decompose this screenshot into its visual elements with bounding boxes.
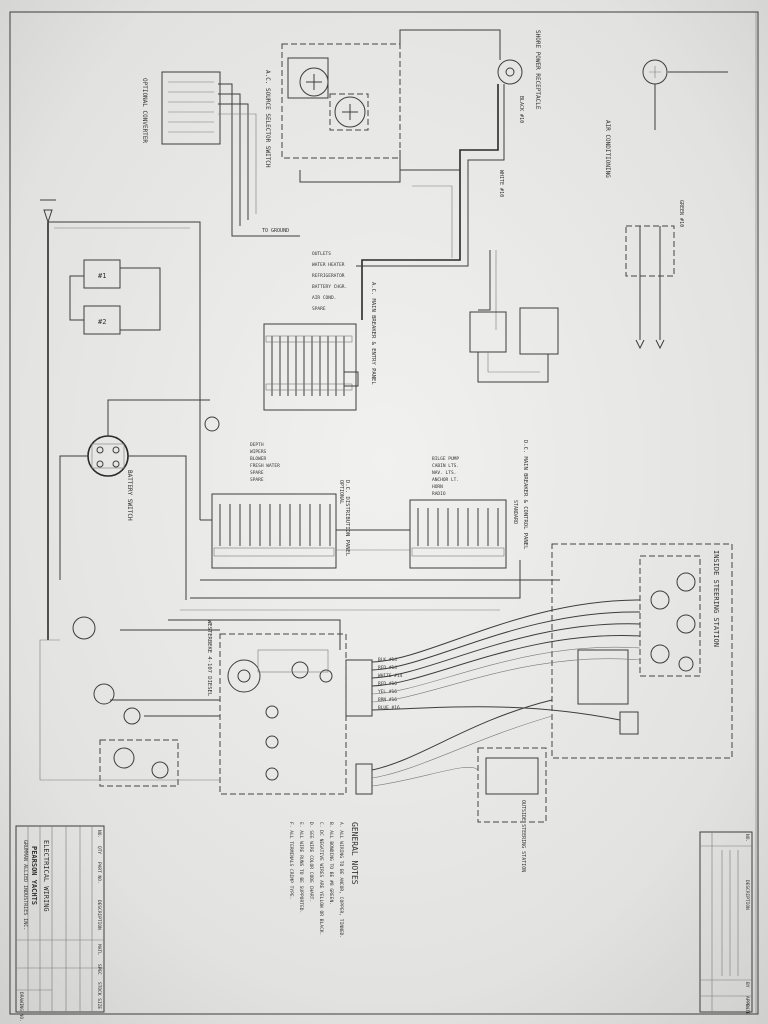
dc-breaker-1: CABIN LTS. xyxy=(432,463,459,469)
ac-breaker-5: SPARE xyxy=(312,306,326,312)
ac-breaker-1: WATER HEATER xyxy=(312,262,345,268)
inside-steering-station: INSIDE STEERING STATION xyxy=(551,543,733,759)
dc-distribution-panel: D.C. DISTRIBUTION PANEL OPTIONAL xyxy=(211,480,350,569)
wire-color-labels: BLACK #10 WHITE #10 GREEN #10 xyxy=(498,96,684,227)
wire-white-10: WHITE #10 xyxy=(498,170,504,197)
general-notes-title: GENERAL NOTES xyxy=(350,822,359,885)
dc-breaker-2: NAV. LTS. xyxy=(432,470,456,476)
ac-main-panel-label: A.C. MAIN BREAKER & ENTRY PANEL xyxy=(370,282,376,385)
note-c: C. DC NEGATIVE WIRES ARE YELLOW OR BLACK… xyxy=(318,822,324,935)
dc-breaker-5: RADIO xyxy=(432,491,446,497)
ac-breaker-2: REFRIGERATOR xyxy=(312,273,345,279)
left-instruments xyxy=(39,616,220,787)
ac-selector-label: A.C. SOURCE SELECTOR SWITCH xyxy=(264,70,271,168)
note-a: A. ALL WIRING TO BE ANCOR, COPPER, TINNE… xyxy=(338,822,344,938)
battery-1-label: #1 xyxy=(98,272,106,280)
tb-col-stock: STOCK SIZE xyxy=(96,982,102,1009)
rev-col-desc: DESCRIPTION xyxy=(744,880,750,910)
tb-col-matl: MATL xyxy=(96,944,102,955)
engine-harness: BLK #14 RED #14 WHITE #14 RED #16 YEL #1… xyxy=(345,599,641,795)
shore-power-receptacle: SHORE POWER RECEPTACLE xyxy=(497,30,541,110)
note-f: F. ALL TERMINALS CRIMP TYPE. xyxy=(288,822,294,899)
dc-breaker-4: HORN xyxy=(432,484,443,490)
wire-label-1: RED #14 xyxy=(378,665,397,671)
shore-power-label: SHORE POWER RECEPTACLE xyxy=(534,30,541,110)
dc-breaker-9: FRESH WATER xyxy=(250,463,280,469)
dc-breaker-3: ANCHOR LT. xyxy=(432,477,459,483)
revision-block: NO. DESCRIPTION BY APPR. DATE xyxy=(699,831,753,1015)
standard-label: STANDARD xyxy=(512,500,518,524)
to-ground-label: TO GROUND xyxy=(262,228,289,234)
svg-text:OPTIONAL CONVERTER: OPTIONAL CONVERTER xyxy=(141,78,148,143)
ac-breaker-4: AIR COND. xyxy=(312,295,336,301)
ac-breaker-3: BATTERY CHGR. xyxy=(312,284,347,290)
outside-steering-label: OUTSIDE STEERING STATION xyxy=(520,800,526,872)
ac-main-breaker-panel: OUTLETS WATER HEATER REFRIGERATOR BATTER… xyxy=(263,251,376,411)
rev-col-no: NO. xyxy=(744,834,750,842)
westerbeke-label: WESTERBEKE 4-107 DIESEL xyxy=(206,620,212,697)
wire-label-3: RED #16 xyxy=(378,681,397,687)
note-d: D. SEE WIRE COLOR CODE CHART. xyxy=(308,822,314,902)
wire-label-5: BRN #16 xyxy=(378,697,397,703)
dc-main-control-panel: D.C. MAIN BREAKER & CONTROL PANEL STANDA… xyxy=(409,440,528,569)
note-e: E. ALL WIRE RUNS TO BE SUPPORTED. xyxy=(298,822,304,913)
ac-breaker-0: OUTLETS xyxy=(312,251,331,257)
dc-breaker-10: SPARE xyxy=(250,470,264,476)
company-name: PEARSON YACHTS xyxy=(30,846,38,905)
outside-steering-station: OUTSIDE STEERING STATION xyxy=(477,747,547,872)
dc-breaker-8: BLOWER xyxy=(250,456,267,462)
battery-2-label: #2 xyxy=(98,318,106,326)
battery-switch: BATTERY SWITCH xyxy=(59,399,220,600)
wire-black-10: BLACK #10 xyxy=(518,96,524,123)
dc-breaker-7: WIPERS xyxy=(250,449,267,455)
air-conditioning-unit: AIR CONDITIONING xyxy=(604,59,728,350)
note-b: B. ALL BONDING TO BE #8 GREEN. xyxy=(328,822,334,905)
battery-switch-label: BATTERY SWITCH xyxy=(126,470,133,521)
tb-col-part: PART NO. xyxy=(96,862,102,884)
dc-breaker-list: BILGE PUMP CABIN LTS. NAV. LTS. ANCHOR L… xyxy=(250,442,459,497)
drawing-border xyxy=(9,11,759,1015)
tb-col-qty: QTY xyxy=(96,846,102,854)
dc-breaker-0: BILGE PUMP xyxy=(432,456,459,462)
dc-breaker-11: SPARE xyxy=(250,477,264,483)
division-name: GRUMMAN ALLIED INDUSTRIES INC. xyxy=(22,840,28,930)
battery-charger-box xyxy=(469,307,559,383)
tb-col-no: NO. xyxy=(96,830,102,838)
ac-converter-box: OPTIONAL CONVERTER xyxy=(141,71,221,145)
rev-col-appr: APPR. xyxy=(744,996,750,1010)
air-conditioning-label: AIR CONDITIONING xyxy=(604,120,611,178)
wire-label-6: BLUE #16 xyxy=(378,705,400,711)
rev-col-date: DATE xyxy=(744,1004,750,1015)
rev-col-by: BY xyxy=(744,982,750,988)
wire-label-0: BLK #14 xyxy=(378,657,397,663)
drawing-no-label: DRAWING NO. xyxy=(18,992,24,1022)
wire-green-10: GREEN #10 xyxy=(678,200,684,227)
tb-col-spec: SPEC xyxy=(96,964,102,975)
battery-bank: #1 #2 xyxy=(40,199,201,640)
ac-selector-switch: A.C. SOURCE SELECTOR SWITCH xyxy=(264,43,401,168)
dc-main-panel-label: D.C. MAIN BREAKER & CONTROL PANEL xyxy=(522,440,528,550)
inside-steering-label: INSIDE STEERING STATION xyxy=(712,550,720,647)
dc-breaker-6: DEPTH xyxy=(250,442,264,448)
wire-label-4: YEL #16 xyxy=(378,689,397,695)
wire-label-2: WHITE #14 xyxy=(378,673,403,679)
engine-westerbeke: WESTERBEKE 4-107 DIESEL xyxy=(206,620,347,795)
optional-label: OPTIONAL xyxy=(338,480,344,504)
dc-distribution-label: D.C. DISTRIBUTION PANEL xyxy=(344,480,350,557)
general-notes: GENERAL NOTES A. ALL WIRING TO BE ANCOR,… xyxy=(288,822,359,938)
title-block: PEARSON YACHTS GRUMMAN ALLIED INDUSTRIES… xyxy=(15,825,105,1022)
dc-wire-runs xyxy=(168,519,560,650)
tb-col-desc: DESCRIPTION xyxy=(96,900,102,930)
ac-wire-runs: TO GROUND xyxy=(218,29,505,330)
drawing-title: ELECTRICAL WIRING xyxy=(42,840,50,912)
